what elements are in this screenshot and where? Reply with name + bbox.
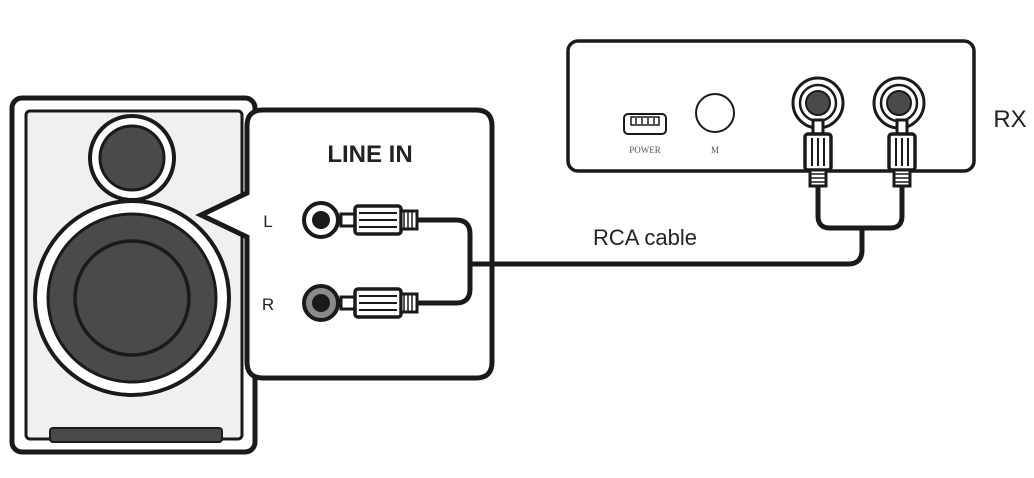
right-channel-label: R (262, 295, 274, 314)
m-button[interactable] (695, 93, 735, 133)
bass-port (49, 427, 223, 443)
woofer-cone (73, 239, 191, 357)
left-input-jack[interactable] (302, 201, 340, 239)
line-in-title: LINE IN (327, 141, 412, 168)
rca-cable-label: RCA cable (593, 225, 697, 250)
receiver-jack-right[interactable] (872, 76, 926, 130)
left-channel-label: L (263, 212, 272, 231)
m-button-label: M (711, 145, 719, 155)
receiver-label: RX (993, 106, 1026, 133)
receiver-unit (566, 39, 976, 173)
tweeter-icon (98, 124, 166, 192)
right-input-jack[interactable] (302, 284, 340, 322)
power-label: POWER (629, 145, 661, 155)
cable-split-receiver (815, 186, 905, 231)
line-in-callout (195, 107, 495, 381)
power-port-icon[interactable] (623, 113, 667, 135)
rca-cable (470, 230, 865, 267)
woofer-icon (46, 212, 218, 384)
speaker (9, 95, 258, 455)
receiver-jack-left[interactable] (791, 76, 845, 130)
